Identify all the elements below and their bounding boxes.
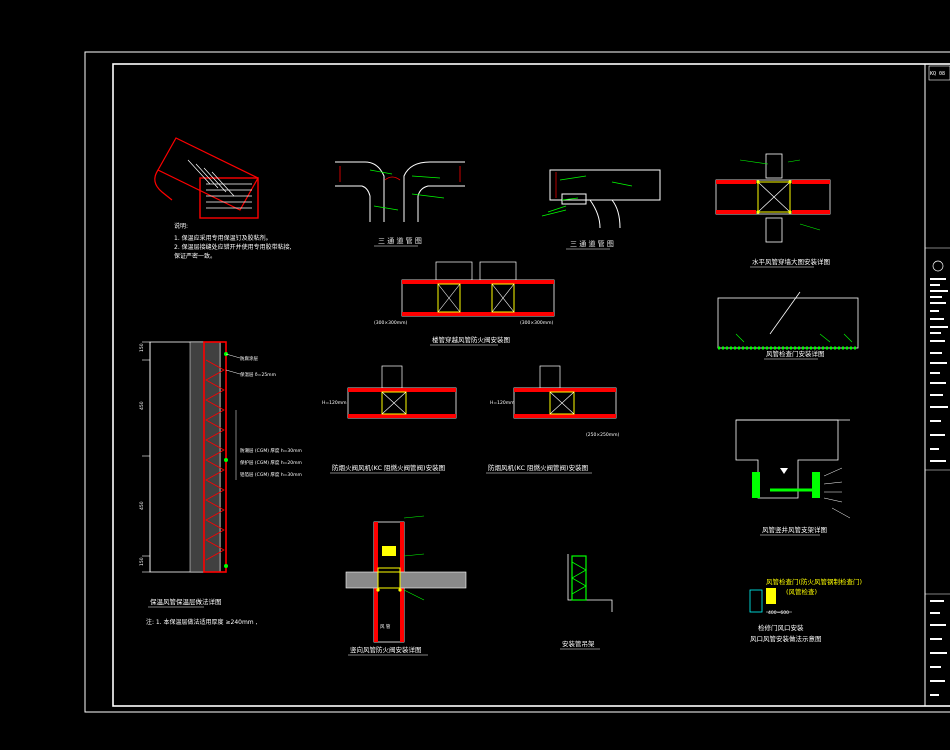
- insul-layer-1: 保温层 δ=25mm: [240, 371, 276, 378]
- insul-dim-1: 450: [139, 401, 145, 410]
- floor-valve-a-dim: H=120mm: [322, 400, 347, 406]
- roof-opening: 风管检查门安装详图: [717, 291, 859, 360]
- floor-valve-b: H=120mm (250×250mm) 防烟风机(KC 阻燃火阀管阀)安装图: [486, 365, 619, 474]
- insulation-section: 150 450 450 150 防腐涂层 保温层 δ=25mm 防潮层 (CGM…: [139, 341, 302, 626]
- title-block: KQ 08: [924, 64, 950, 706]
- floor-valve-left-dim: (300×300mm): [374, 320, 407, 326]
- wall-valve: 水平风管穿墙大图安装详图: [715, 153, 831, 268]
- vent-detail: 风管检查门(防火风管钢制检查门) (风管检查) 400~600 检修门风口安装 …: [749, 577, 862, 643]
- inner-frame: [112, 63, 950, 707]
- floor-valve-b-dim-left: H=120mm: [490, 400, 515, 406]
- insulation-note: 注: 1. 本保温层做法适用厚度 ≥240mm ,: [146, 618, 258, 626]
- floor-valve: (300×300mm) (300×300mm) 楼管穿越风管防火阀安装图: [374, 261, 555, 346]
- insul-dim-2: 450: [139, 501, 145, 510]
- floor-valve-a-caption: 防烟火阀风机(KC 阻燃火阀管阀)安装图: [332, 463, 445, 472]
- bracket: 安装管吊架: [560, 554, 613, 650]
- vent-detail-title: 风管检查门(防火风管钢制检查门): [766, 577, 862, 586]
- insul-layer-3: 保护层 (CGM) 厚度 h=20mm: [240, 459, 302, 466]
- insul-layer-2: 防潮层 (CGM) 厚度 h=30mm: [240, 447, 302, 454]
- tee-duct-1: 三 通 道 管 图: [335, 161, 465, 247]
- vertical-valve-bottom: 风 管: [380, 623, 391, 630]
- insul-layer-4: 铝箔层 (CGM) 厚度 h=30mm: [240, 471, 302, 478]
- floor-valve-b-caption: 防烟风机(KC 阻燃火阀管阀)安装图: [488, 463, 588, 472]
- riser-detail-caption: 风管竖井风管支架详图: [762, 525, 827, 534]
- notes-line-2: 2. 保温层接缝处应错开并使用专用胶带粘接,: [174, 243, 292, 251]
- vertical-valve: 风 管 竖向风管防火阀安装详图: [345, 515, 467, 656]
- tee-duct-2-caption: 三 通 道 管 图: [570, 239, 614, 248]
- insul-dim-3: 150: [139, 557, 145, 566]
- outer-frame: [84, 51, 950, 713]
- riser-detail: 风管竖井风管支架详图: [735, 419, 851, 536]
- insul-layer-0: 防腐涂层: [240, 355, 258, 362]
- insulation-caption: 保温风管保温层做法详图: [150, 597, 222, 606]
- vertical-valve-caption: 竖向风管防火阀安装详图: [350, 645, 422, 654]
- insulated-duct-perspective: [154, 137, 259, 219]
- insul-dim-0: 150: [139, 343, 145, 352]
- notes-line-1: 1. 保温应采用专用保温钉及胶粘剂。: [174, 234, 272, 242]
- wall-valve-caption: 水平风管穿墙大图安装详图: [752, 257, 830, 266]
- floor-valve-b-dim-right: (250×250mm): [586, 432, 619, 438]
- vent-detail-dim: 400~600: [768, 610, 789, 616]
- bracket-caption: 安装管吊架: [562, 639, 595, 648]
- corner-code: KQ 08: [930, 71, 945, 77]
- floor-valve-right-dim: (300×300mm): [520, 320, 553, 326]
- vent-detail-subtitle: (风管检查): [786, 587, 817, 596]
- notes: 说明: 1. 保温应采用专用保温钉及胶粘剂。 2. 保温层接缝处应错开并使用专用…: [174, 222, 292, 260]
- tee-duct-1-caption: 三 通 道 管 图: [378, 236, 422, 245]
- roof-opening-caption: 风管检查门安装详图: [766, 349, 825, 358]
- vent-detail-caption-2: 风口风管安装做法示意图: [750, 634, 822, 643]
- vent-detail-caption-1: 检修门风口安装: [758, 623, 804, 632]
- notes-title: 说明:: [174, 222, 188, 230]
- floor-valve-a: H=120mm 防烟火阀风机(KC 阻燃火阀管阀)安装图: [322, 365, 457, 474]
- notes-line-3: 保证严密一致。: [174, 252, 216, 260]
- floor-valve-caption: 楼管穿越风管防火阀安装图: [432, 335, 510, 344]
- tee-duct-2: 三 通 道 管 图: [541, 169, 661, 250]
